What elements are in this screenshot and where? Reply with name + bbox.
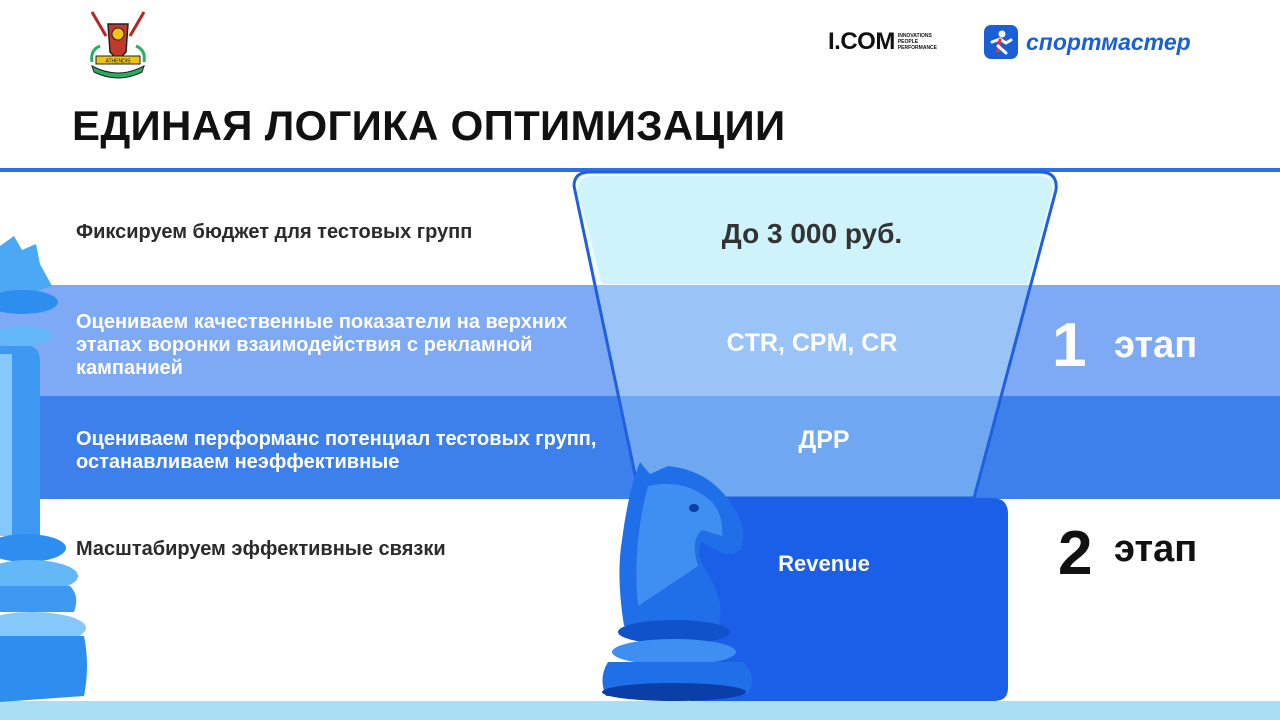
funnel-top-fill: [578, 176, 1053, 284]
row-label-performance: Оцениваем перформанс потенциал тестовых …: [76, 428, 597, 473]
stage-1-number: 1: [1052, 311, 1087, 380]
metric-performance: ДРР: [798, 426, 850, 454]
crest-text: ATHENDIS: [106, 59, 132, 65]
metric-scale: Revenue: [778, 551, 870, 576]
bottom-strip: [0, 701, 1280, 720]
icom-tagline-1: INNOVATIONS: [897, 33, 932, 39]
page-title: ЕДИНАЯ ЛОГИКА ОПТИМИЗАЦИИ: [72, 102, 786, 149]
stage-2-number: 2: [1058, 519, 1093, 588]
sportmaster-logo: спортмастер: [984, 24, 1191, 60]
metric-quality: CTR, CPM, CR: [726, 329, 898, 357]
stage-2-label: этап: [1114, 528, 1198, 570]
chess-queen-icon: [0, 236, 87, 702]
icom-tagline-2: PEOPLE: [897, 39, 919, 45]
row-label-scale: Масштабируем эффективные связки: [76, 538, 446, 560]
sportmaster-logo-text: спортмастер: [1026, 28, 1191, 55]
icom-tagline: INNOVATIONS PEOPLE PERFORMANCE: [898, 33, 937, 51]
crest-logo-icon: ATHENDIS: [82, 6, 154, 82]
icom-logo-text: I.COM: [828, 28, 895, 55]
icom-logo: I.COM INNOVATIONS PEOPLE PERFORMANCE: [828, 26, 937, 58]
title-divider: [0, 168, 1280, 172]
funnel-lower: [690, 498, 1008, 701]
sportmaster-logo-icon: [984, 25, 1018, 59]
row-label-quality: Оцениваем качественные показатели на вер…: [76, 311, 568, 379]
icom-tagline-3: PERFORMANCE: [897, 45, 937, 51]
chess-knight-icon: [602, 462, 753, 701]
row-label-budget: Фиксируем бюджет для тестовых групп: [76, 221, 473, 243]
metric-budget: До 3 000 руб.: [721, 218, 903, 249]
stage-1-label: этап: [1114, 324, 1198, 366]
band-quality: [0, 285, 1280, 396]
